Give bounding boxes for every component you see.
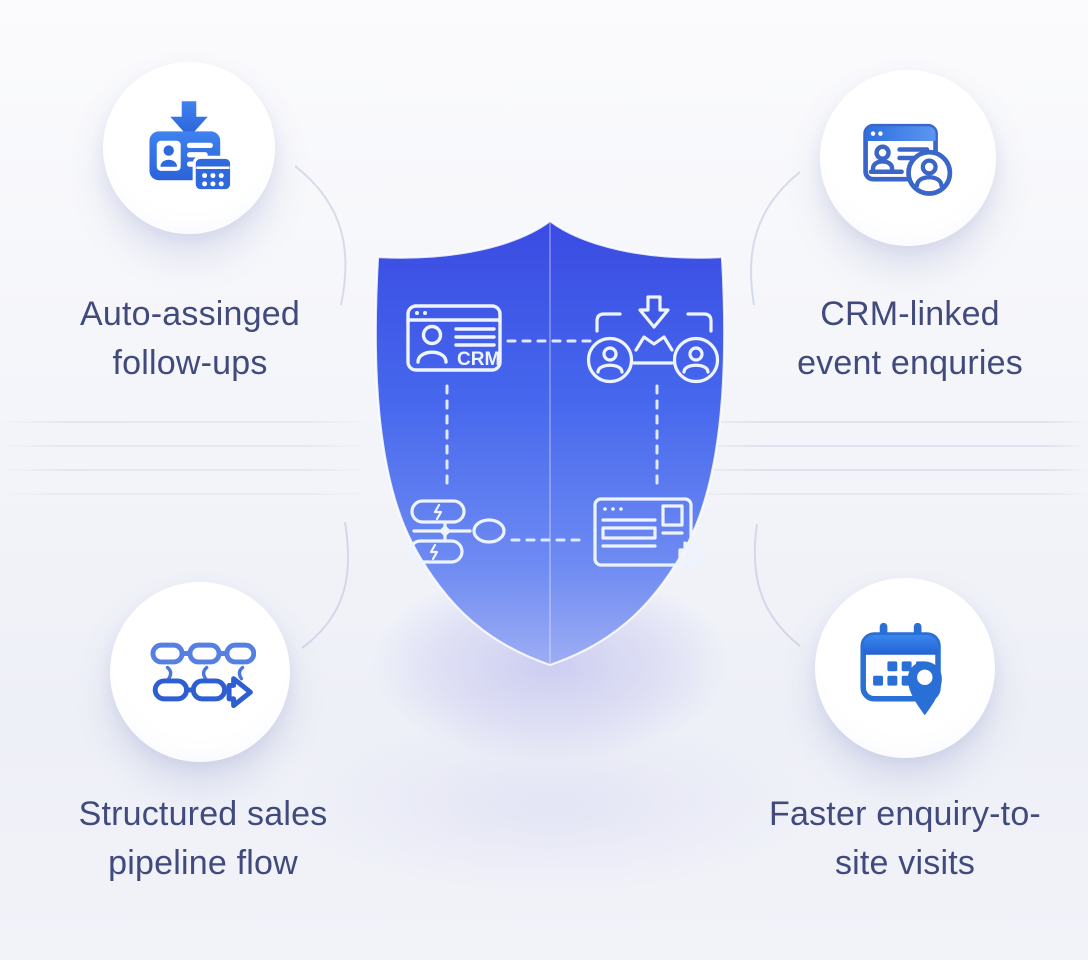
feature-label-line2: follow-ups [112,344,268,382]
pipeline-flow-icon [150,642,256,709]
feature-label: Auto-assinged follow-ups [25,290,355,388]
feature-circle [103,62,275,234]
feature-label-line2: site visits [834,844,976,882]
crm-shield: CRM [358,213,742,675]
feature-label-line1: Auto-assinged [80,295,300,333]
feature-circle [815,578,995,758]
calendar-location-icon [860,622,942,716]
feature-label-line1: CRM-linked [820,295,1000,333]
idcard-download-icon [149,101,234,193]
svg-text:CRM: CRM [457,349,500,370]
automation-toggles-icon [408,499,506,564]
lead-assign-icon [586,295,720,384]
document-forward-icon [593,497,704,571]
shield-dashed-connectors [445,339,659,542]
feature-label-line2: event enquries [797,344,1023,382]
shield-graphic: CRM [374,219,726,667]
browser-contact-icon [863,123,953,196]
feature-label: Structured sales pipeline flow [38,790,368,888]
crm-browser-icon: CRM [406,304,502,372]
feature-label: Faster enquiry-to- site visits [740,790,1070,888]
feature-circle [110,582,290,762]
feature-label-line2: pipeline flow [108,844,298,882]
feature-label-line1: Faster enquiry-to- [769,795,1041,833]
feature-circle [820,70,996,246]
feature-label: CRM-linked event enquries [745,290,1075,388]
feature-label-line1: Structured sales [78,795,328,833]
